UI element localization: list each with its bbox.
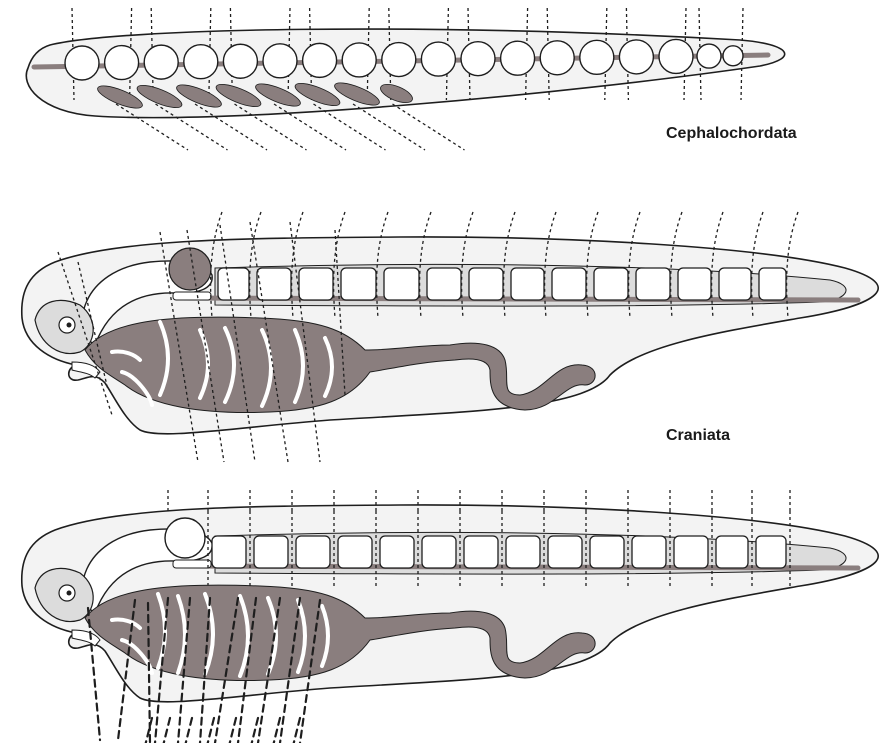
somite (678, 268, 711, 300)
somite (212, 536, 246, 568)
myomere-segment (461, 42, 495, 76)
somite (296, 536, 330, 568)
myomere-segment (105, 46, 139, 80)
branchial-nerve-dashed-line (251, 718, 258, 743)
gill-nerve-dashed-line (393, 104, 465, 150)
branchial-nerve-dashed-line (293, 718, 300, 743)
gill-nerve-dashed-line (353, 104, 425, 150)
somite (384, 268, 419, 300)
myomere-segment (223, 44, 257, 78)
craniate-figure-lower (22, 490, 878, 743)
branchial-nerve-dashed-line (207, 718, 214, 743)
otic-capsule (165, 518, 205, 558)
somite (674, 536, 708, 568)
myomere-segment (619, 40, 653, 74)
somite (254, 536, 288, 568)
hypophysis (173, 560, 211, 568)
myomere-segment (184, 45, 218, 79)
myomere-segment (342, 43, 376, 77)
somite (548, 536, 582, 568)
otic-capsule (169, 248, 211, 290)
myomere-segment (697, 44, 721, 68)
craniate-figure-upper (22, 212, 878, 462)
label-cephalochordata: Cephalochordata (666, 125, 797, 143)
branchial-nerve-dashed-line (185, 718, 192, 743)
branchial-nerve-dashed-line (273, 718, 280, 743)
myomere-segment (659, 39, 693, 73)
myomere-segment (723, 46, 743, 66)
myomere-segment (382, 43, 416, 77)
somite (380, 536, 414, 568)
somite (716, 536, 748, 568)
somite (422, 536, 456, 568)
somite (506, 536, 540, 568)
somite (299, 268, 333, 300)
somite (636, 268, 670, 300)
myomere-segment (144, 45, 178, 79)
myomere-segment (263, 44, 297, 78)
somite (632, 536, 666, 568)
somite (464, 536, 498, 568)
myomere-segment (501, 41, 535, 75)
somite (756, 536, 786, 568)
somite (469, 268, 503, 300)
eye-lens (67, 591, 72, 596)
label-craniata: Craniata (666, 427, 730, 445)
somite (594, 268, 628, 300)
branchial-nerve-dashed-line (229, 718, 236, 743)
somite (341, 268, 376, 300)
somite (590, 536, 624, 568)
eye-lens (67, 323, 72, 328)
somite (759, 268, 786, 300)
myomere-segment (303, 43, 337, 77)
somite (427, 268, 461, 300)
branchial-nerve-dashed-line (163, 718, 170, 743)
myomere-segment (580, 40, 614, 74)
myomere-segment (421, 42, 455, 76)
somite (511, 268, 544, 300)
gill-nerve-dashed-line (314, 104, 386, 150)
myomere-segment (65, 46, 99, 80)
somite (719, 268, 751, 300)
myomere-segment (540, 41, 574, 75)
somite (338, 536, 372, 568)
somite (552, 268, 586, 300)
somite (218, 268, 249, 300)
hypophysis (173, 292, 211, 300)
